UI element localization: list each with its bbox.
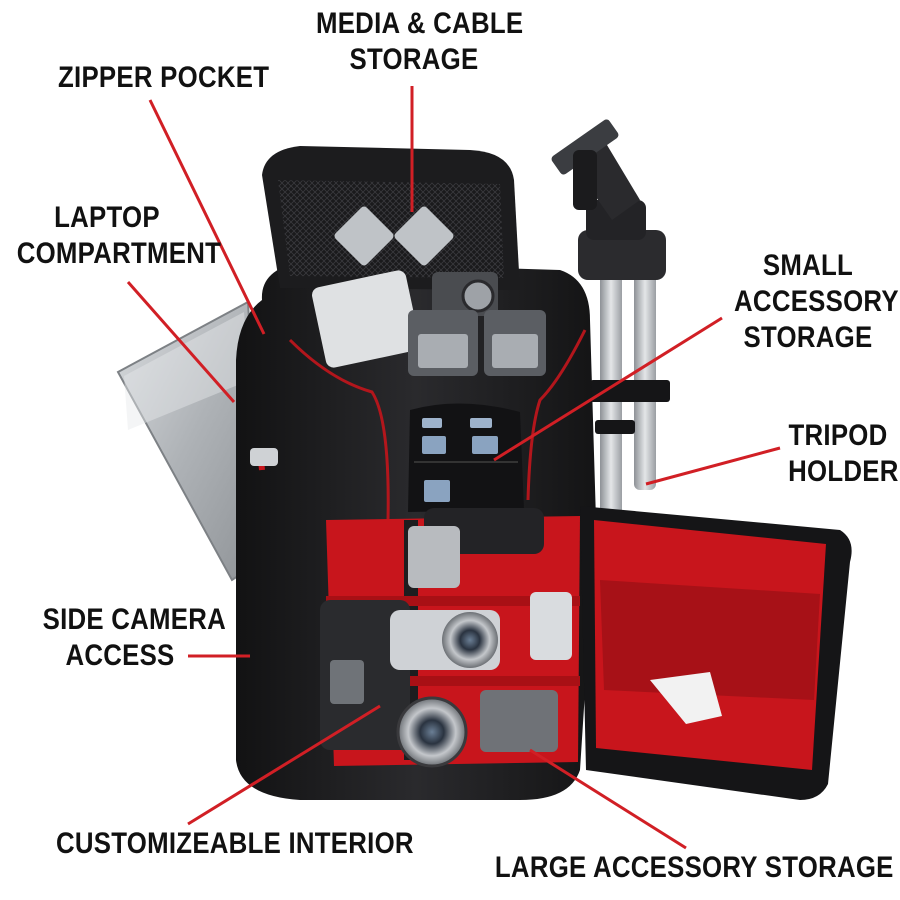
callout-zipper-pocket-line-1: ZIPPER POCKET [58, 61, 270, 94]
callout-laptop-line-1: LAPTOP [54, 201, 160, 234]
front-flap [580, 506, 852, 800]
red-interior [320, 508, 580, 768]
leader-line-laptop [126, 281, 236, 403]
top-compartment-gear [312, 270, 546, 376]
callout-side-camera-line-2: ACCESS [65, 639, 175, 672]
callout-small-accessory-line-3: STORAGE [743, 321, 873, 354]
callout-laptop-line-2: COMPARTMENT [16, 237, 222, 270]
callout-customizeable-interior: CUSTOMIZEABLE INTERIOR [56, 826, 414, 862]
callout-small-accessory-storage: SMALL ACCESSORY STORAGE [734, 248, 899, 356]
leader-line-customizeable [187, 704, 381, 826]
leader-line-small-accessory [493, 316, 723, 462]
top-lid [262, 146, 520, 290]
callout-small-accessory-line-1: SMALL [762, 249, 854, 282]
callout-media-cable-storage: MEDIA & CABLE STORAGE [315, 6, 524, 78]
callout-zipper-pocket: ZIPPER POCKET [58, 60, 269, 96]
callout-customizeable-line-1: CUSTOMIZEABLE INTERIOR [56, 827, 414, 860]
callout-media-cable-line-1: MEDIA & CABLE [315, 7, 524, 40]
callout-tripod-holder: TRIPOD HOLDER [788, 418, 899, 490]
callout-side-camera-access: SIDE CAMERA ACCESS [42, 602, 227, 674]
organizer-panel [408, 403, 524, 512]
callout-media-cable-line-2: STORAGE [349, 43, 479, 76]
leader-line-tripod [645, 446, 781, 486]
callout-tripod-line-1: TRIPOD [788, 419, 888, 452]
callout-large-accessory-line-1: LARGE ACCESSORY STORAGE [495, 851, 894, 884]
leader-line-large-accessory [529, 748, 687, 850]
callout-large-accessory-storage: LARGE ACCESSORY STORAGE [495, 850, 894, 886]
callout-side-camera-line-1: SIDE CAMERA [42, 603, 227, 636]
callout-tripod-line-2: HOLDER [788, 455, 899, 488]
leader-line-zipper [148, 99, 266, 335]
leader-lines [126, 86, 781, 850]
callout-laptop-compartment: LAPTOP COMPARTMENT [16, 200, 222, 272]
callout-small-accessory-line-2: ACCESSORY [734, 285, 899, 318]
